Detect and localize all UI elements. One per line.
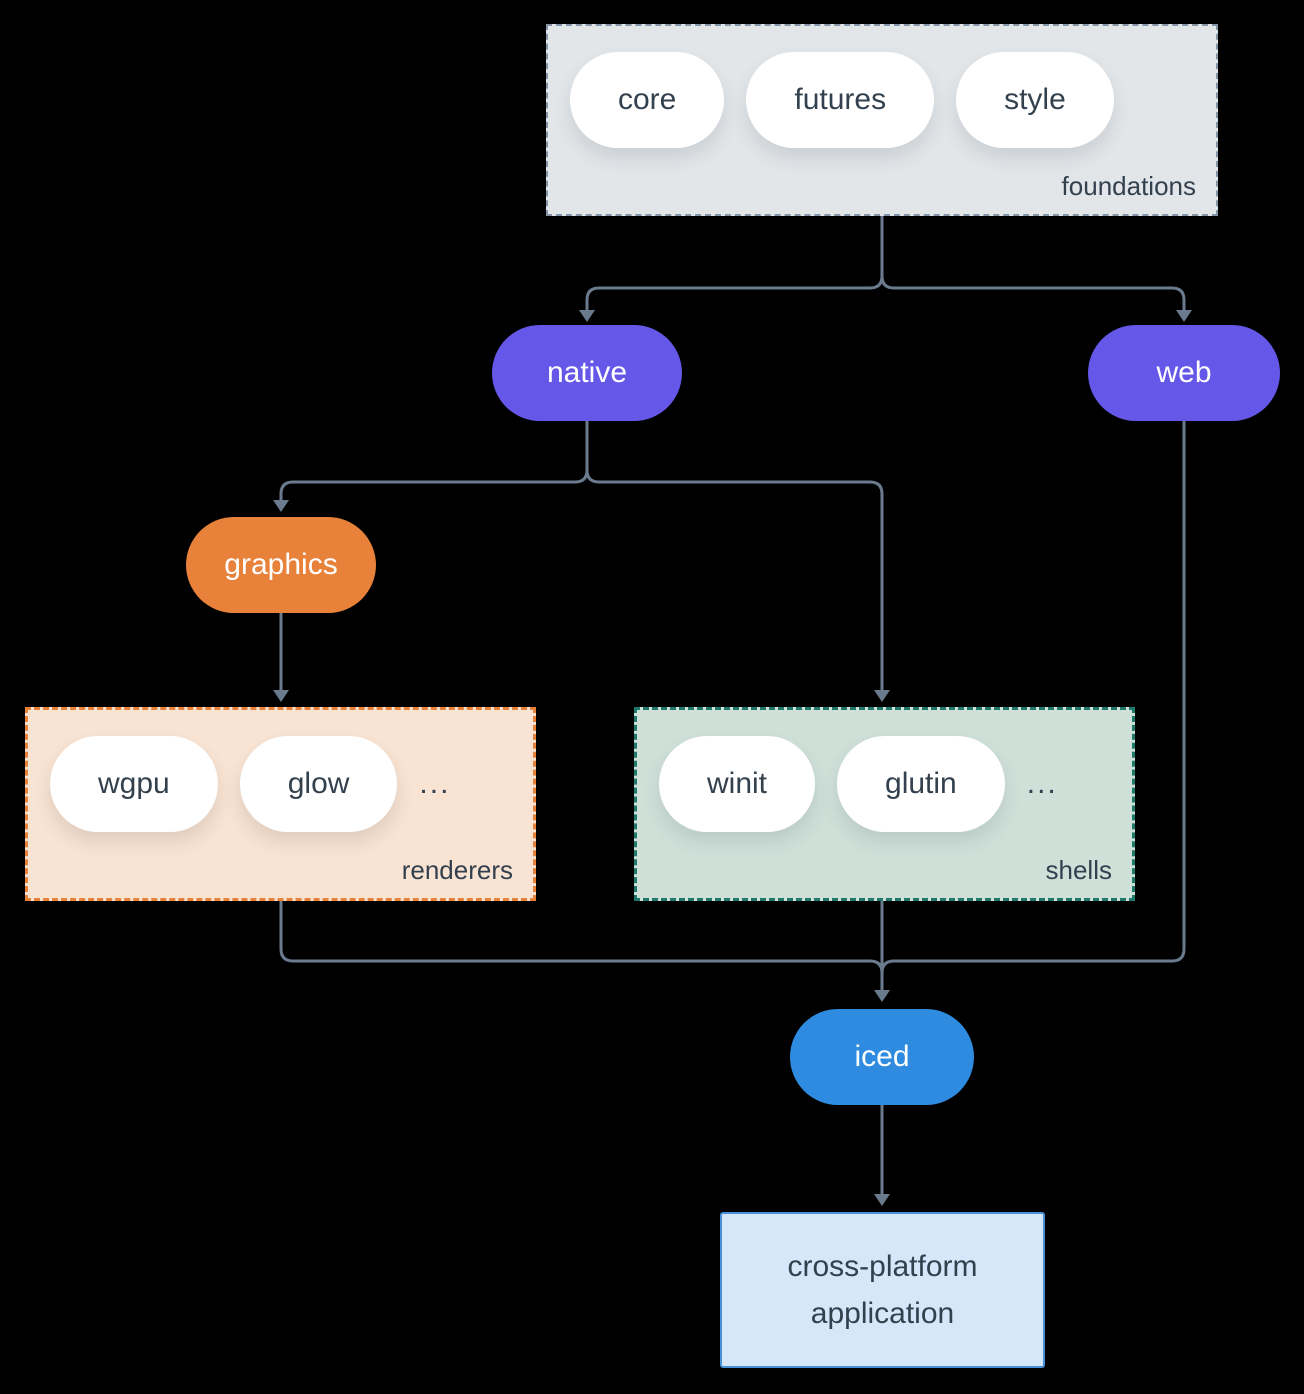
crate-pill-glutin: glutin xyxy=(837,736,1005,832)
renderers-group: wgpu glow ... renderers xyxy=(25,707,536,901)
crate-pill-wgpu: wgpu xyxy=(50,736,218,832)
shells-label: shells xyxy=(1045,855,1112,885)
renderers-pill-row: wgpu glow ... xyxy=(50,736,450,832)
arrowhead-shells xyxy=(874,690,890,702)
shells-ellipsis: ... xyxy=(1026,767,1058,800)
edge-graphics-renderers xyxy=(273,613,289,702)
renderers-label: renderers xyxy=(401,855,513,885)
node-iced: iced xyxy=(790,1009,974,1105)
arrowhead-iced xyxy=(874,990,890,1002)
crate-pill-style: style xyxy=(956,52,1114,148)
renderers-ellipsis: ... xyxy=(419,767,451,800)
edge-renderers-iced xyxy=(279,901,884,974)
foundations-label: foundations xyxy=(1061,171,1196,201)
foundations-pill-row: core futures style xyxy=(570,52,1114,148)
application-label-line1: cross-platform xyxy=(787,1250,978,1283)
cross-platform-application-box: cross-platform application xyxy=(720,1212,1045,1368)
edge-native-shells xyxy=(585,421,890,702)
edge-foundations-web xyxy=(880,216,1192,322)
arrowhead-web xyxy=(1176,310,1192,322)
edge-iced-application xyxy=(874,1105,890,1206)
arrowhead-renderers xyxy=(273,690,289,702)
foundations-group: core futures style foundations xyxy=(546,24,1218,216)
shells-group: winit glutin ... shells xyxy=(634,707,1135,901)
edge-native-graphics xyxy=(273,421,589,512)
edge-shells-iced xyxy=(874,901,890,1002)
application-label-line2: application xyxy=(810,1297,955,1330)
node-graphics: graphics xyxy=(186,517,376,613)
crate-pill-futures: futures xyxy=(746,52,935,148)
node-web: web xyxy=(1088,325,1280,421)
crate-pill-core: core xyxy=(570,52,725,148)
crate-pill-glow: glow xyxy=(239,736,398,832)
arrowhead-native xyxy=(579,310,595,322)
shells-pill-row: winit glutin ... xyxy=(659,736,1058,832)
edge-foundations-native xyxy=(579,216,884,322)
crate-pill-winit: winit xyxy=(659,736,816,832)
node-native: native xyxy=(492,325,682,421)
arrowhead-graphics xyxy=(273,500,289,512)
arrowhead-application xyxy=(874,1194,890,1206)
